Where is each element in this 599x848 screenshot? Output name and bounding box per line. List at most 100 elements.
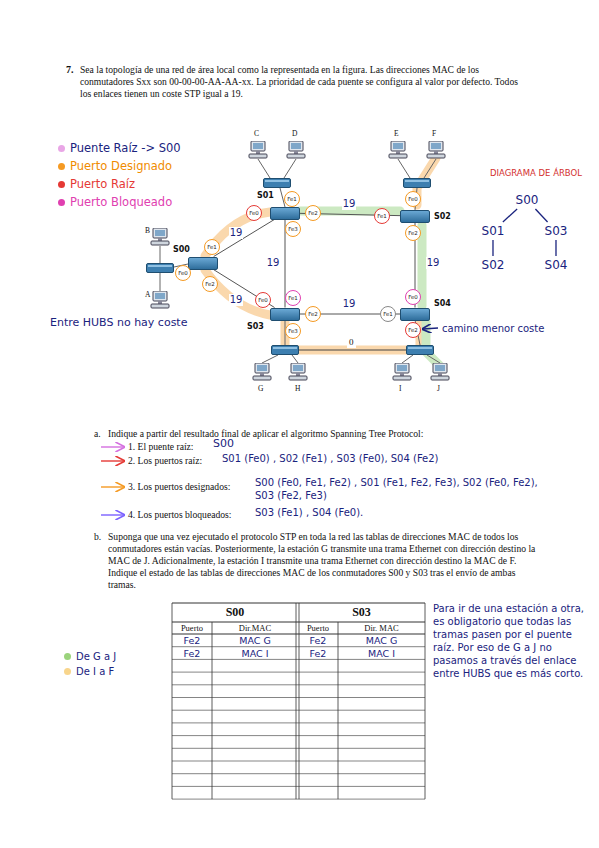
legend-text: Puente Raíz -> S00: [70, 141, 181, 155]
station-label: I: [399, 384, 402, 393]
table-rule: [172, 672, 425, 673]
pen-arrow: [101, 446, 124, 447]
tree-node: S03: [543, 224, 570, 238]
legend-text: De G a J: [76, 650, 116, 663]
legend-text: Puerto Bloqueado: [70, 195, 172, 209]
hub-icon: [264, 179, 291, 188]
port-label: Fe0: [246, 205, 262, 221]
handwritten-note: Entre HUBS no hay coste: [50, 316, 187, 329]
table-rule: [172, 634, 425, 635]
tree-label: S02: [482, 258, 505, 272]
pc-icon: [287, 141, 305, 158]
hub-icon: [147, 264, 174, 273]
text-block: 2. Los puertos raíz:: [128, 455, 202, 467]
switch-node: S01: [270, 207, 300, 220]
table-cell: Dir.MAC: [212, 623, 298, 634]
pc-icon: [253, 363, 271, 380]
legend-text: Puerto Raíz: [70, 177, 135, 191]
pen-arrow: [423, 328, 438, 329]
station-label: D: [292, 129, 297, 138]
legend-entry: De G a J: [64, 650, 116, 663]
station-label: H: [295, 384, 300, 393]
pc-icon: [427, 141, 445, 158]
table-cell: Fe2: [298, 635, 338, 647]
tree-label: S01: [482, 224, 505, 238]
text-block: 4. Los puertos bloqueados:: [128, 509, 231, 521]
pc-icon: [289, 363, 307, 380]
hub-icon: [407, 346, 434, 355]
switch-label: S03: [247, 322, 264, 332]
tree-node: S04: [543, 258, 570, 272]
table-rule: [172, 748, 425, 749]
table-cell: Fe2: [298, 648, 338, 660]
tree-branch: [555, 240, 556, 256]
link-cost: 19: [266, 257, 281, 269]
wire: [160, 246, 161, 263]
legend-entry: Puente Raíz -> S00: [58, 141, 181, 155]
wire: [424, 159, 436, 178]
table-rule: [425, 603, 426, 799]
table-rule: [172, 697, 425, 698]
table-cell: S03: [298, 604, 425, 620]
text-block: 0: [347, 337, 356, 348]
pc-icon: [151, 228, 169, 245]
switch-label: S00: [173, 245, 190, 255]
legend-swatch: [58, 181, 65, 188]
legend-text: De I a F: [76, 665, 114, 678]
station-label: J: [437, 384, 440, 393]
port-label: Fe2: [202, 276, 218, 292]
legend-swatch: [64, 668, 71, 675]
legend-entry: Puerto Designado: [58, 159, 172, 173]
hubs: [147, 179, 434, 355]
table-cell: MAC G: [338, 635, 425, 647]
table-rule: [212, 622, 213, 799]
table-cell: MAC I: [212, 648, 298, 660]
table-rule: [172, 603, 173, 799]
table-rule: [172, 761, 425, 762]
table-rule: [338, 622, 339, 799]
table-cell: Fe2: [172, 635, 212, 647]
port-label: Fe1: [374, 208, 390, 224]
switch-node: S03: [270, 308, 300, 321]
link-cost: 19: [426, 257, 441, 269]
wire: [427, 355, 440, 363]
table-rule: [172, 786, 425, 787]
text-block: 1. El puente raíz:: [128, 441, 194, 453]
port-label: Fe0: [405, 289, 421, 305]
table-cell: Puerto: [172, 623, 212, 634]
port-label: Fe1: [285, 290, 301, 306]
legend-swatch: [58, 145, 65, 152]
table-cell: S00: [172, 604, 298, 620]
pc-icon: [151, 291, 169, 308]
pc-icon: [431, 363, 449, 380]
legend-swatch: [58, 199, 65, 206]
table-rule: [296, 603, 297, 799]
tree-node: S02: [480, 258, 507, 272]
port-label: Fe1: [380, 306, 396, 322]
tree-node: S01: [480, 224, 507, 238]
station-label: G: [258, 384, 263, 393]
port-label: Fe0: [255, 292, 271, 308]
text-block: a.: [94, 428, 101, 440]
pc-icon: [389, 141, 407, 158]
link-cost: 19: [342, 198, 357, 210]
wire: [258, 159, 270, 178]
legend-entry: Puerto Raíz: [58, 177, 135, 191]
port-label: Fe2: [405, 322, 421, 338]
orange-path: [205, 212, 270, 256]
port-label: Fe3: [285, 221, 301, 237]
wire: [398, 159, 410, 178]
table-rule: [172, 735, 425, 736]
station-label: B: [145, 226, 150, 235]
station-label: E: [394, 129, 399, 138]
switch-label: S04: [434, 299, 451, 309]
table-cell: Puerto: [298, 623, 338, 634]
tree-branch: [492, 240, 493, 256]
handwritten-note: S03 (Fe1) , S04 (Fe0).: [255, 506, 363, 519]
switch-label: S01: [257, 191, 274, 201]
switch-label: S02: [434, 212, 451, 222]
mac-table-grid: [172, 603, 425, 799]
